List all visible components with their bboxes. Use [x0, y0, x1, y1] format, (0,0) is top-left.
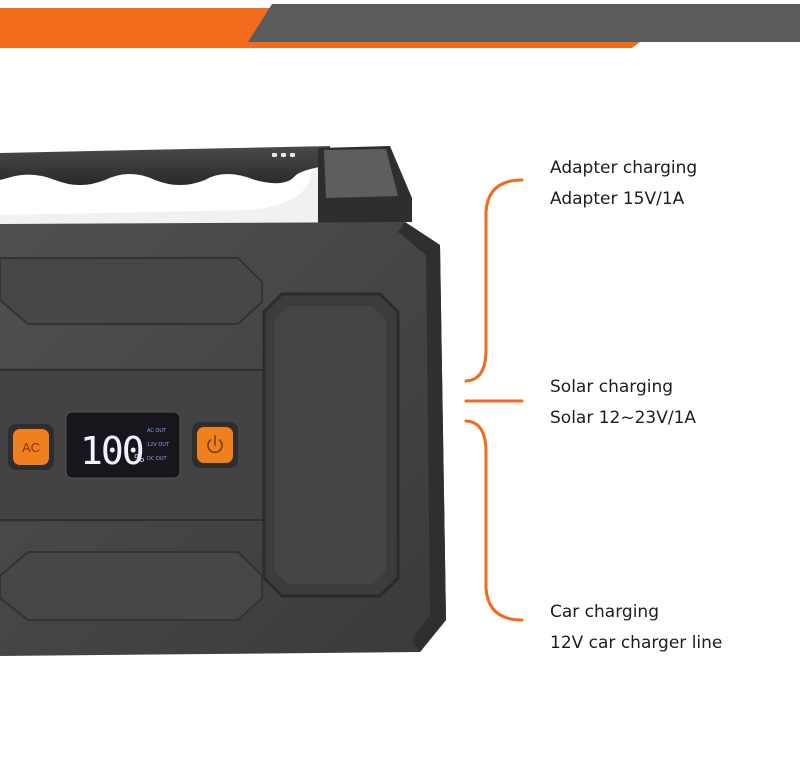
upper-panel [0, 257, 263, 325]
banner-orange-underline [236, 42, 640, 48]
power-icon [207, 435, 223, 454]
adapter-charging-detail: Adapter 15V/1A [550, 189, 685, 209]
caption-car-charging: Car charging 12V car charger line [550, 597, 722, 659]
banner-orange-stripe [0, 8, 290, 48]
indicator-ac-out: AC OUT [147, 428, 167, 434]
adapter-charging-title: Adapter charging [550, 158, 698, 178]
handle-bracket-face [324, 149, 398, 198]
handle-white-strip [0, 150, 322, 226]
solar-charging-title: Solar charging [550, 377, 674, 397]
banner-dark-band [248, 4, 800, 42]
solar-charging-detail: Solar 12~23V/1A [550, 408, 697, 428]
handle-grip [0, 146, 330, 185]
caption-solar-charging: Solar charging Solar 12~23V/1A [550, 372, 696, 434]
caption-adapter-charging: Adapter charging Adapter 15V/1A [550, 153, 697, 215]
indicator-dc-out: DC OUT [147, 456, 168, 462]
device-body-edge [398, 222, 446, 652]
top-banner [0, 4, 800, 48]
lower-panel [0, 551, 263, 621]
side-panel-inner [274, 306, 386, 584]
bracket-car [464, 419, 524, 622]
car-charging-detail: 12V car charger line [550, 633, 723, 653]
bracket-adapter [464, 178, 524, 383]
battery-percent: 100 [80, 429, 143, 473]
percent-sign: % [134, 452, 144, 465]
handle-led-dots [272, 153, 295, 157]
car-charging-title: Car charging [550, 602, 659, 622]
indicator-12v-out: 12V OUT [147, 442, 170, 448]
lcd-screen [65, 411, 181, 479]
ac-button[interactable] [13, 429, 49, 465]
ac-button-label: AC [22, 440, 40, 455]
